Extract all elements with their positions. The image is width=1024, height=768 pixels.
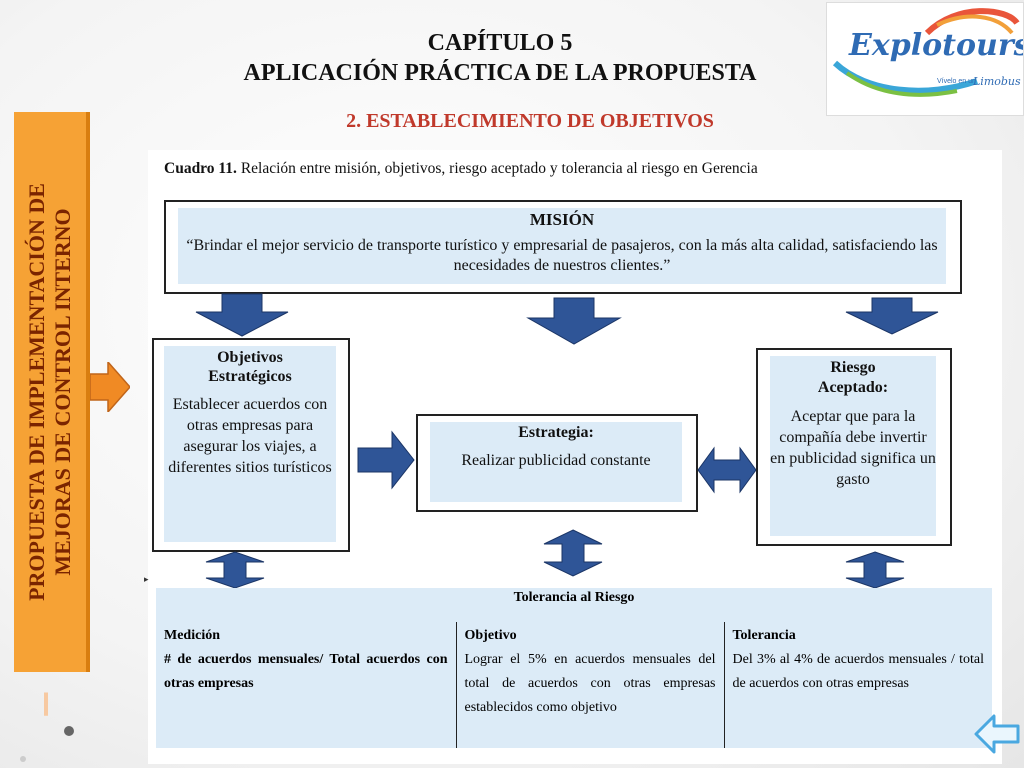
riesgo-box: Riesgo Aceptado: Aceptar que para la com… [756, 348, 952, 546]
double-vertical-arrow-icon [543, 529, 603, 577]
estrategia-text: Realizar publicidad constante [461, 452, 651, 469]
logo-brand: Explotours [848, 28, 1023, 63]
riesgo-title: Riesgo Aceptado: [770, 358, 936, 398]
double-vertical-arrow-icon [845, 551, 905, 589]
logo-tagline-script: Limobus [972, 75, 1021, 88]
riesgo-title-line-2: Aceptado: [817, 379, 889, 396]
right-arrow-icon[interactable] [90, 362, 130, 412]
objetivos-title-line-1: Objetivos [217, 349, 283, 366]
down-arrow-icon [845, 297, 939, 335]
tolerancia-table: Medición # de acuerdos mensuales/ Total … [156, 622, 992, 748]
riesgo-title-line-1: Riesgo [830, 359, 876, 376]
page-number-text: 2 [31, 690, 48, 719]
mision-box: MISIÓN “Brindar el mejor servicio de tra… [164, 200, 962, 294]
estrategia-title: Estrategia: [518, 424, 594, 441]
tolerancia-text: Del 3% al 4% de acuerdos mensuales / tot… [732, 652, 985, 691]
objetivos-content: Objetivos Estratégicos Establecer acuerd… [164, 346, 336, 542]
explotours-logo: Explotours Vívelo en un Limobus [826, 2, 1024, 116]
table-marker: ▸ [144, 574, 149, 584]
objetivos-text: Establecer acuerdos con otras empresas p… [168, 396, 332, 476]
logo-graphic: Explotours Vívelo en un Limobus [832, 8, 1024, 97]
objetivos-title: Objetivos Estratégicos [164, 348, 336, 386]
sidebar-line-1: PROPUESTA DE IMPLEMENTACIÓN DE [24, 183, 49, 601]
table-cell: Tolerancia Del 3% al 4% de acuerdos mens… [724, 622, 992, 748]
diagram-caption: Cuadro 11. Relación entre misión, objeti… [164, 160, 984, 178]
objetivos-box: Objetivos Estratégicos Establecer acuerd… [152, 338, 350, 552]
double-arrow-icon [697, 446, 757, 494]
table-row: Medición # de acuerdos mensuales/ Total … [156, 622, 992, 748]
column-header-medicion: Medición [164, 628, 220, 643]
double-vertical-arrow-icon [205, 551, 265, 589]
objetivo-text: Lograr el 5% en acuerdos mensuales del t… [464, 652, 716, 715]
tolerancia-title: Tolerancia al Riesgo [513, 590, 635, 605]
column-header-tolerancia: Tolerancia [732, 628, 796, 643]
column-header-objetivo: Objetivo [464, 628, 517, 643]
chapter-title: CAPÍTULO 5 [427, 30, 573, 56]
left-arrow-icon[interactable] [974, 714, 1020, 754]
table-cell: Medición # de acuerdos mensuales/ Total … [156, 622, 457, 748]
decorative-dot [64, 726, 74, 736]
mision-text: “Brindar el mejor servicio de transporte… [186, 237, 938, 274]
objetivos-title-line-2: Estratégicos [208, 368, 292, 385]
page-title: APLICACIÓN PRÁCTICA DE LA PROPUESTA [243, 60, 757, 86]
medicion-text: # de acuerdos mensuales/ Total acuerdos … [164, 652, 448, 691]
table-cell: Objetivo Lograr el 5% en acuerdos mensua… [456, 622, 725, 748]
riesgo-text: Aceptar que para la compañía debe invert… [770, 408, 936, 488]
sidebar-line-2: MEJORAS DE CONTROL INTERNO [50, 208, 75, 576]
estrategia-content: Estrategia: Realizar publicidad constant… [430, 422, 682, 502]
decorative-dot [20, 756, 26, 762]
estrategia-box: Estrategia: Realizar publicidad constant… [416, 414, 698, 512]
down-arrow-icon [195, 293, 289, 337]
tolerancia-header: Tolerancia al Riesgo [156, 588, 992, 624]
sidebar-text: PROPUESTA DE IMPLEMENTACIÓN DE MEJORAS D… [24, 122, 76, 662]
section-title: 2. ESTABLECIMIENTO DE OBJETIVOS [346, 110, 714, 132]
caption-label: Cuadro 11. [164, 160, 237, 177]
riesgo-content: Riesgo Aceptado: Aceptar que para la com… [770, 356, 936, 536]
right-arrow-icon [357, 430, 415, 490]
page-number: 2 [31, 690, 48, 719]
down-arrow-icon [526, 297, 622, 345]
caption-text: Relación entre misión, objetivos, riesgo… [236, 160, 758, 177]
mision-content: MISIÓN “Brindar el mejor servicio de tra… [178, 208, 946, 284]
logo-tagline-prefix: Vívelo en un [937, 78, 976, 85]
sidebar-banner: PROPUESTA DE IMPLEMENTACIÓN DE MEJORAS D… [14, 112, 90, 672]
mision-title: MISIÓN [529, 210, 595, 229]
